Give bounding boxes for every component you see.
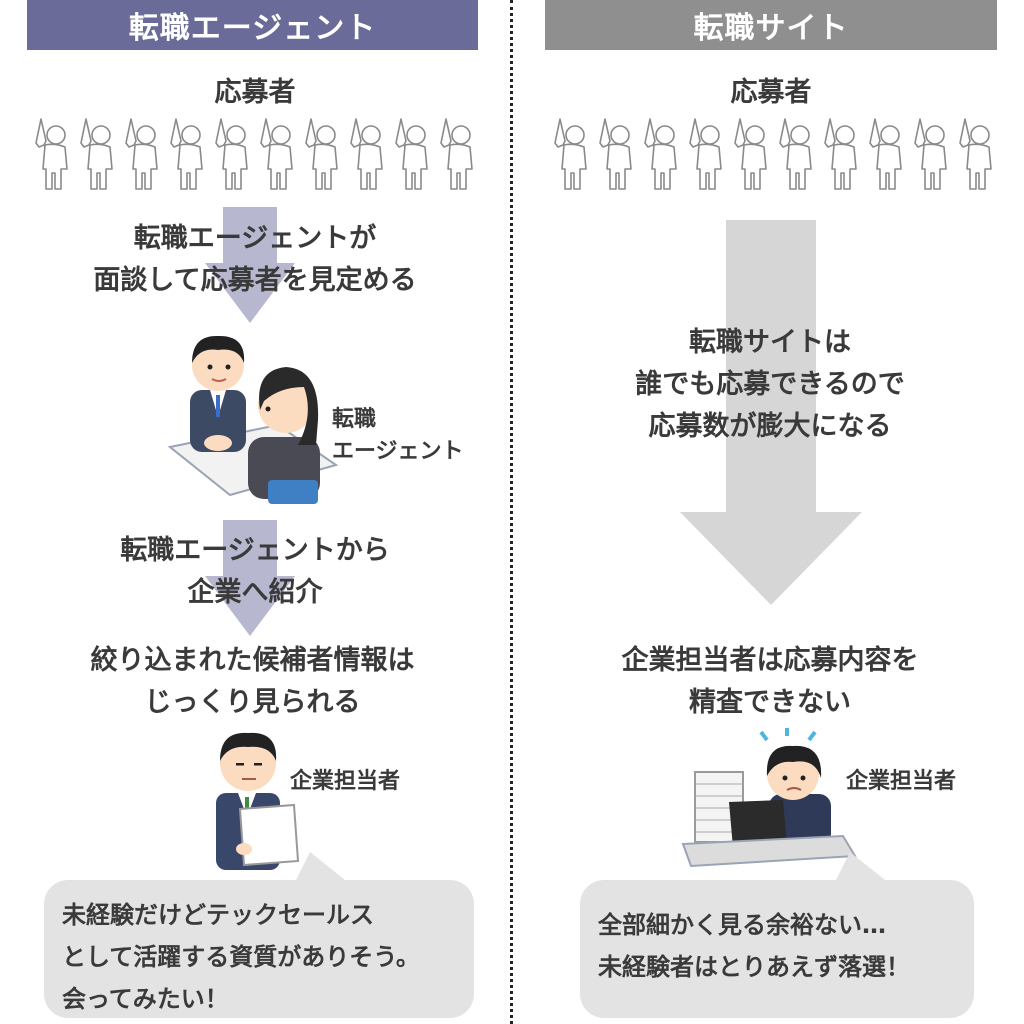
right-bubble-line2: 未経験者はとりあえず落選！ — [598, 953, 910, 981]
applicant-figure-icon — [303, 117, 348, 196]
left-company-label: 企業担当者 — [290, 769, 401, 794]
applicant-figure-icon — [393, 117, 438, 196]
right-speech-bubble: 全部細かく見る余裕ない… 未経験者はとりあえず落選！ — [580, 880, 974, 1018]
right-applicants-row — [552, 117, 1002, 196]
applicant-figure-icon — [597, 117, 642, 196]
applicant-figure-icon — [642, 117, 687, 196]
agent-label: 転職 エージェント — [332, 404, 464, 468]
applicant-figure-icon — [78, 117, 123, 196]
applicant-figure-icon — [348, 117, 393, 196]
right-result-line1: 企業担当者は応募内容を — [621, 645, 919, 676]
left-step2-text: 転職エージェントから 企業へ紹介 — [20, 530, 490, 614]
center-divider — [510, 0, 513, 1024]
overwhelmed-worker-illustration — [681, 728, 857, 868]
right-result-text: 企業担当者は応募内容を 精査できない — [520, 640, 1020, 724]
applicant-figure-icon — [213, 117, 258, 196]
right-big-arrow — [680, 220, 862, 605]
left-step2-line1: 転職エージェントから — [120, 535, 390, 566]
applicant-figure-icon — [687, 117, 732, 196]
interview-illustration — [167, 335, 339, 504]
applicant-figure-icon — [123, 117, 168, 196]
left-bubble-line2: として活躍する資質がありそう。 — [62, 943, 420, 971]
left-step2-line2: 企業へ紹介 — [187, 577, 323, 608]
left-applicants-label: 応募者 — [214, 77, 296, 108]
left-speech-bubble: 未経験だけどテックセールス として活躍する資質がありそう。 会ってみたい！ — [44, 880, 474, 1018]
left-header-title: 転職エージェント — [128, 11, 377, 46]
applicant-figure-icon — [438, 117, 483, 196]
left-header: 転職エージェント — [27, 0, 478, 50]
applicant-figure-icon — [732, 117, 777, 196]
right-result-line2: 精査できない — [689, 687, 851, 718]
applicant-figure-icon — [33, 117, 78, 196]
left-bubble-line1: 未経験だけどテックセールス — [62, 901, 374, 929]
applicant-figure-icon — [867, 117, 912, 196]
left-result-text: 絞り込まれた候補者情報は じっくり見られる — [5, 640, 500, 724]
right-header-title: 転職サイト — [693, 11, 849, 46]
company-rep-reading-illustration — [216, 732, 300, 870]
right-bubble-line1: 全部細かく見る余裕ない… — [598, 911, 886, 939]
right-step1-line2: 誰でも応募できるので — [635, 369, 905, 400]
right-company-label: 企業担当者 — [846, 769, 957, 794]
right-step1-line3: 応募数が膨大になる — [648, 411, 892, 442]
applicant-figure-icon — [258, 117, 303, 196]
applicant-figure-icon — [777, 117, 822, 196]
right-applicants-label: 応募者 — [730, 77, 812, 108]
left-bubble-line3: 会ってみたい！ — [62, 985, 229, 1013]
left-result-line1: 絞り込まれた候補者情報は — [90, 645, 415, 676]
applicant-figure-icon — [957, 117, 1002, 196]
left-result-line2: じっくり見られる — [144, 687, 361, 718]
left-arrow-2 — [205, 520, 295, 636]
left-applicants-row — [33, 117, 483, 196]
agent-label-line1: 転職 — [332, 407, 377, 432]
right-header: 転職サイト — [545, 0, 997, 50]
right-step1-text: 転職サイトは 誰でも応募できるので 応募数が膨大になる — [520, 322, 1020, 448]
left-step1-line1: 転職エージェントが — [133, 223, 377, 254]
applicant-figure-icon — [822, 117, 867, 196]
applicant-figure-icon — [912, 117, 957, 196]
applicant-figure-icon — [552, 117, 597, 196]
left-arrow-1 — [205, 207, 295, 323]
left-step1-line2: 面談して応募者を見定める — [93, 265, 417, 296]
left-step1-text: 転職エージェントが 面談して応募者を見定める — [20, 218, 490, 302]
applicant-figure-icon — [168, 117, 213, 196]
right-step1-line1: 転職サイトは — [689, 327, 851, 358]
agent-label-line2: エージェント — [332, 439, 464, 464]
